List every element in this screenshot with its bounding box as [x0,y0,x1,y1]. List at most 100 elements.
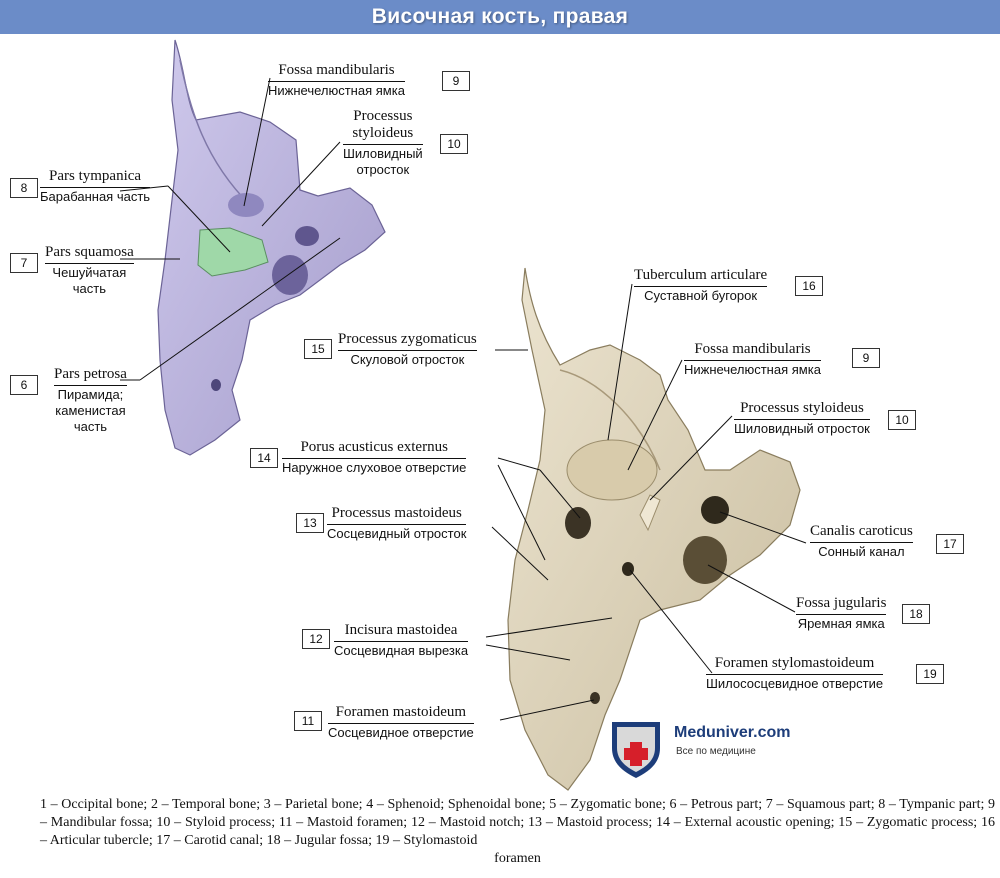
label-fossa-mandibularis-left: Fossa mandibularis Нижнечелюстная ямка [268,62,405,99]
divider [40,187,151,188]
latin-term: Pars petrosa [54,366,127,382]
number-box-10-left: 10 [440,134,468,154]
russian-term: Сосцевидное отверстие [328,725,474,740]
divider [343,144,423,145]
divider [328,723,474,724]
label-processus-styloideus-left: Processus styloideus Шиловидный отросток [343,108,423,178]
latin-term: Processus mastoideus [331,505,462,521]
latin-term: Processus styloideus [740,400,864,416]
label-processus-zygomaticus: Processus zygomaticus Скуловой отросток [338,331,477,368]
divider [734,419,870,420]
russian-term: Чешуйчатая [52,265,127,280]
label-foramen-mastoideum: Foramen mastoideum Сосцевидное отверстие [328,704,474,741]
russian-term: Яремная ямка [797,616,885,631]
number-box-13: 13 [296,513,324,533]
tympanic-part-shape [197,227,269,277]
label-tuberculum-articulare: Tuberculum articulare Суставной бугорок [634,267,768,304]
divider [634,286,768,287]
number-box-9-left: 9 [442,71,470,91]
number-box-6: 6 [10,375,38,395]
figure-caption: 1 – Occipital bone; 2 – Temporal bone; 3… [40,796,995,868]
russian-term: Суставной бугорок [644,288,758,303]
label-processus-mastoideus: Processus mastoideus Сосцевидный отросто… [327,505,467,542]
label-pars-squamosa: Pars squamosa Чешуйчатая часть [45,244,134,297]
latin-term: Foramen stylomastoideum [714,655,875,671]
russian-term: Шиловидный [343,146,423,161]
latin-term: Tuberculum articulare [634,267,768,283]
divider [327,524,467,525]
number-box-19: 19 [916,664,944,684]
label-pars-petrosa: Pars petrosa Пирамида; каменистая часть [54,366,127,435]
logo-name: Meduniver.com [674,724,791,741]
russian-term: Сосцевидный отросток [327,526,467,541]
divider [282,458,467,459]
right-temporal-bone [507,267,801,791]
divider [54,385,127,386]
leader-lines-left [119,77,341,381]
russian-term: Скуловой отросток [350,352,465,367]
latin-term: Pars tympanica [49,168,142,184]
label-fossa-mandibularis-right: Fossa mandibularis Нижнечелюстная ямка [684,341,821,378]
latin-term: Porus acusticus externus [300,439,448,455]
divider [706,674,884,675]
russian-term: Пирамида; [57,387,124,402]
label-porus-acusticus-externus: Porus acusticus externus Наружное слухов… [282,439,467,476]
russian-term: Шиловидный отросток [734,421,870,436]
latin-term: Fossa jugularis [796,595,887,611]
latin-term: Foramen mastoideum [335,704,467,720]
divider [268,81,405,82]
label-pars-tympanica: Pars tympanica Барабанная часть [40,168,151,205]
meduniver-logo[interactable]: Meduniver.com Все по медицине [608,716,808,778]
number-box-14: 14 [250,448,278,468]
caption-end: foramen [494,851,541,866]
number-box-17: 17 [936,534,964,554]
meduniver-logo-icon [612,722,660,778]
label-canalis-caroticus: Canalis caroticus Сонный канал [810,523,913,560]
label-fossa-jugularis: Fossa jugularis Яремная ямка [796,595,887,632]
number-box-15: 15 [304,339,332,359]
divider [334,641,469,642]
russian-term-2: каменистая [55,403,126,418]
russian-term: Наружное слуховое отверстие [282,460,467,475]
latin-term: Fossa mandibularis [278,62,395,78]
russian-term: Нижнечелюстная ямка [268,83,405,98]
latin-term: Pars squamosa [45,244,134,260]
russian-term: Сосцевидная вырезка [334,643,469,658]
number-box-18: 18 [902,604,930,624]
russian-term: Нижнечелюстная ямка [684,362,821,377]
leader-lines-right [485,283,807,721]
divider [796,614,887,615]
left-temporal-bone [157,39,386,456]
latin-term: Processus [353,108,413,124]
russian-term-2: часть [72,281,106,296]
divider [810,542,913,543]
latin-term: Fossa mandibularis [694,341,811,357]
russian-term: Барабанная часть [40,189,151,204]
label-foramen-stylomastoideum: Foramen stylomastoideum Шилососцевидное … [706,655,884,692]
number-box-16: 16 [795,276,823,296]
russian-term: Шилососцевидное отверстие [706,676,884,691]
russian-term-2: отросток [356,162,410,177]
logo-tagline: Все по медицине [676,746,756,757]
latin-term-2: styloideus [352,125,414,141]
russian-term-3: часть [73,419,108,434]
title-bar: Височная кость, правая [0,0,1000,34]
label-processus-styloideus-right: Processus styloideus Шиловидный отросток [734,400,870,437]
number-box-9-right: 9 [852,348,880,368]
latin-term: Incisura mastoidea [344,622,458,638]
latin-term: Canalis caroticus [810,523,913,539]
russian-term: Сонный канал [818,544,905,559]
caption-text: 1 – Occipital bone; 2 – Temporal bone; 3… [40,797,995,848]
number-box-7: 7 [10,253,38,273]
divider [45,263,134,264]
number-box-10-right: 10 [888,410,916,430]
divider [684,360,821,361]
latin-term: Processus zygomaticus [338,331,477,347]
number-box-12: 12 [302,629,330,649]
divider [338,350,477,351]
page-title: Височная кость, правая [371,5,629,28]
label-incisura-mastoidea: Incisura mastoidea Сосцевидная вырезка [334,622,469,659]
number-box-8: 8 [10,178,38,198]
number-box-11: 11 [294,711,322,731]
